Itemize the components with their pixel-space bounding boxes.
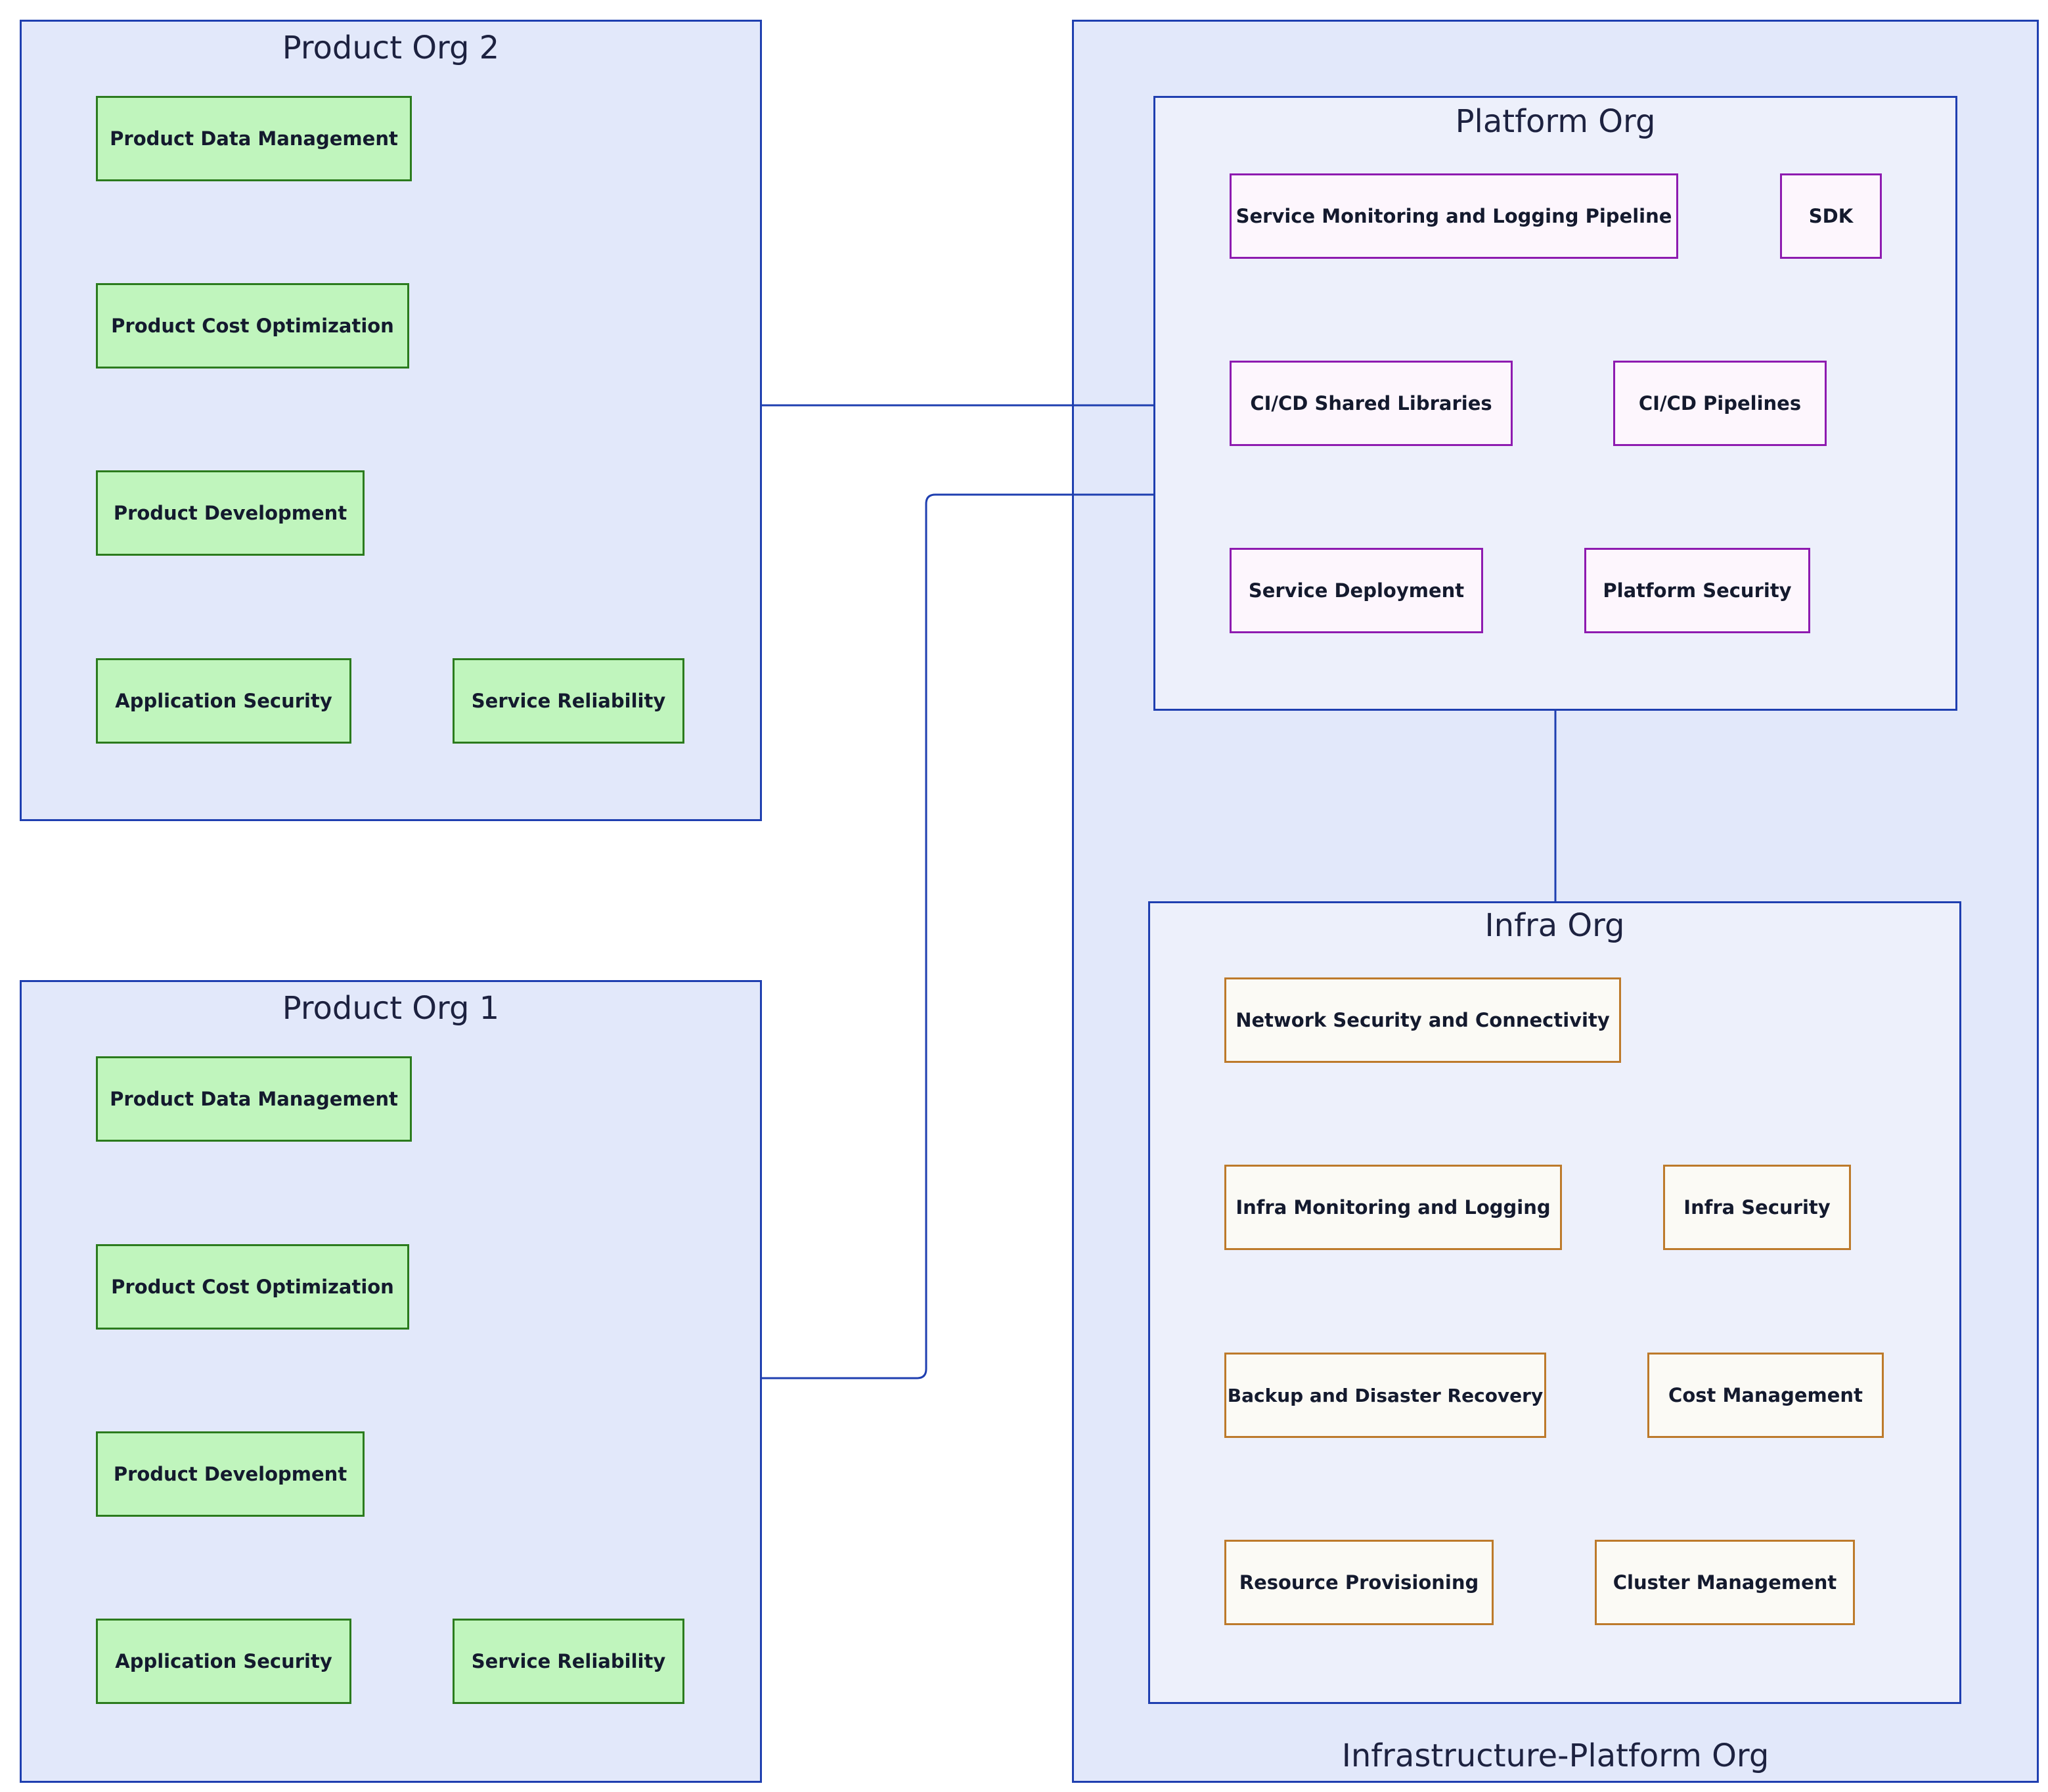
product-org-2-node-product-cost-optimization[interactable]: Product Cost Optimization (96, 283, 409, 369)
product-org-1-node-product-development[interactable]: Product Development (96, 1431, 365, 1517)
product-org-1-title: Product Org 1 (282, 990, 500, 1027)
infra-org-node-infra-monitoring-and-logging[interactable]: Infra Monitoring and Logging (1224, 1165, 1562, 1250)
product-org-1-node-product-cost-optimization[interactable]: Product Cost Optimization (96, 1244, 409, 1330)
product-org-2-node-service-reliability[interactable]: Service Reliability (453, 658, 684, 744)
platform-org-node-ci-cd-pipelines[interactable]: CI/CD Pipelines (1613, 361, 1827, 446)
infra-org-node-network-security-and-connectivity[interactable]: Network Security and Connectivity (1224, 977, 1621, 1063)
product-org-1-node-product-data-management[interactable]: Product Data Management (96, 1056, 412, 1142)
infra-org-node-backup-and-disaster-recovery[interactable]: Backup and Disaster Recovery (1224, 1353, 1546, 1438)
infra-org-node-cost-management[interactable]: Cost Management (1647, 1353, 1884, 1438)
platform-org-title: Platform Org (1455, 103, 1656, 140)
infra-org-node-infra-security[interactable]: Infra Security (1663, 1165, 1851, 1250)
platform-org-node-sdk[interactable]: SDK (1780, 173, 1882, 259)
platform-org-node-platform-security[interactable]: Platform Security (1584, 548, 1810, 633)
product-org-2-node-application-security[interactable]: Application Security (96, 658, 351, 744)
product-org-1-node-application-security[interactable]: Application Security (96, 1619, 351, 1704)
product-org-2-node-product-development[interactable]: Product Development (96, 470, 365, 556)
infrastructure-platform-org-title: Infrastructure-Platform Org (1341, 1737, 1770, 1774)
infra-org-node-resource-provisioning[interactable]: Resource Provisioning (1224, 1540, 1494, 1625)
infra-org-title: Infra Org (1484, 907, 1625, 944)
infra-org-node-cluster-management[interactable]: Cluster Management (1595, 1540, 1855, 1625)
product-org-2-title: Product Org 2 (282, 30, 500, 66)
product-org-1-node-service-reliability[interactable]: Service Reliability (453, 1619, 684, 1704)
edge-product-org-1-to-platform-org (762, 493, 1153, 1379)
product-org-2-node-product-data-management[interactable]: Product Data Management (96, 96, 412, 181)
platform-org-node-service-deployment[interactable]: Service Deployment (1230, 548, 1483, 633)
platform-org-node-ci-cd-shared-libraries[interactable]: CI/CD Shared Libraries (1230, 361, 1513, 446)
platform-org-node-service-monitoring-and-logging-pipeline[interactable]: Service Monitoring and Logging Pipeline (1230, 173, 1678, 259)
